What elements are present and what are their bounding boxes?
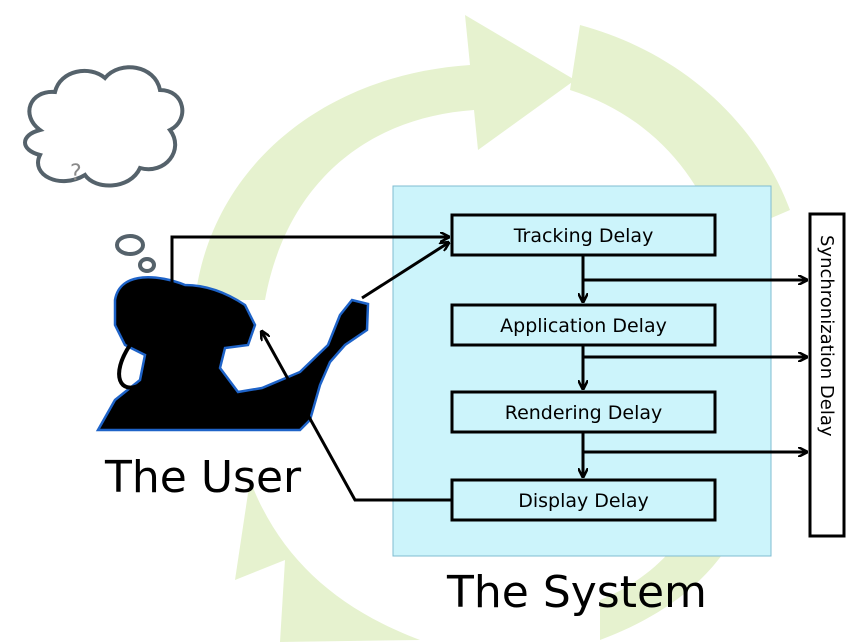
- rendering-delay-box: [450, 390, 717, 434]
- application-delay-box: [450, 303, 717, 347]
- user-silhouette-shape: [95, 276, 370, 432]
- headset-cable: [117, 343, 141, 390]
- arrow-display-to-user: [262, 332, 452, 502]
- sync-box: [808, 212, 846, 538]
- thought-question-mark: ?: [70, 161, 82, 186]
- flow-arrows: [170, 237, 806, 502]
- display-delay-box: [450, 478, 717, 522]
- arrow-user-to-tracking: [170, 237, 448, 300]
- tracking-delay-label: Tracking Delay: [513, 225, 654, 247]
- rendering-delay-label: Rendering Delay: [505, 402, 663, 424]
- arrow-hand-to-tracking: [361, 243, 448, 300]
- sync-label: Synchronization Delay: [816, 235, 837, 437]
- application-delay-label: Application Delay: [500, 315, 667, 337]
- user-silhouette: [95, 276, 370, 432]
- thought-bubble-large: [115, 234, 145, 256]
- user-label: The User: [104, 452, 302, 503]
- thought-bubble-small: [138, 257, 156, 273]
- tracking-delay-box: [450, 213, 717, 257]
- cycle-arrow-top: [195, 15, 575, 300]
- thought-cloud-shape: [23, 65, 185, 188]
- system-label: The System: [446, 567, 707, 618]
- thought-cloud: ?: [23, 65, 185, 273]
- display-delay-label: Display Delay: [518, 490, 649, 512]
- cycle-arrow-bottom-left: [235, 480, 420, 642]
